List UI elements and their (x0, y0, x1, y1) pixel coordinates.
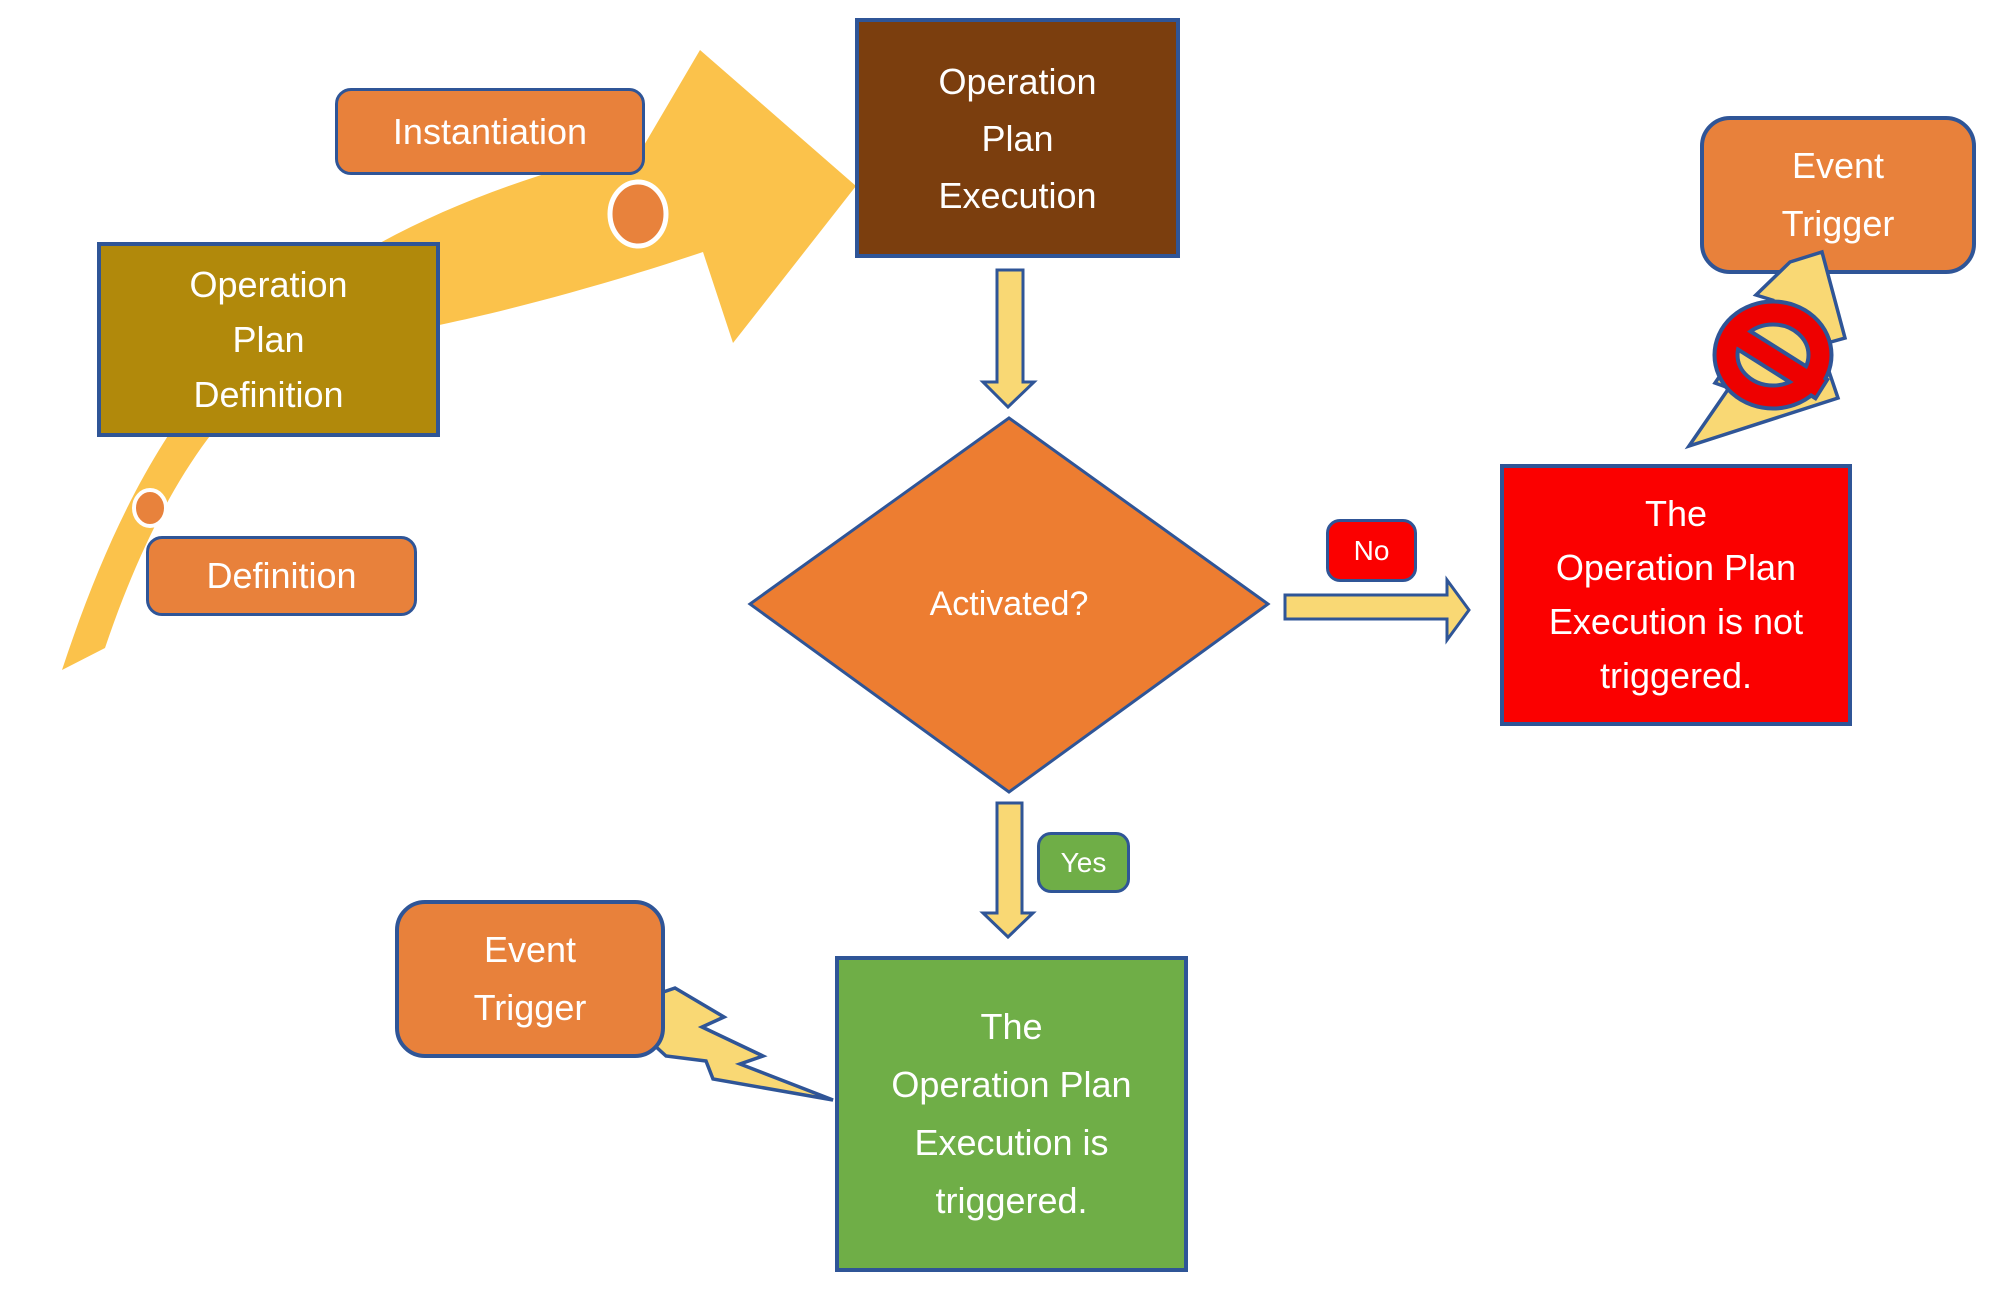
prohibition-icon (1712, 299, 1834, 411)
node-text-line: triggered. (1599, 655, 1753, 696)
decision-question: Activated? (929, 584, 1089, 623)
lightning-bolt-icon (638, 986, 834, 1102)
decision-diamond (747, 416, 1271, 794)
node-text-line: The (1644, 493, 1708, 534)
node-text-line: Event (483, 929, 577, 970)
arrow-execution-to-decision-icon (979, 268, 1038, 410)
label-event-trigger-bottom: Event Trigger (395, 900, 665, 1058)
node-text-line: Plan (232, 319, 305, 360)
branch-label-yes-text: Yes (1060, 846, 1107, 878)
node-execution-not-triggered: The Operation Plan Execution is not trig… (1500, 464, 1852, 726)
node-text-line: Definition (193, 374, 344, 415)
node-text-line: Execution (938, 174, 1097, 216)
prohibition-ring (1716, 303, 1830, 407)
node-text-line: Execution is not (1548, 601, 1804, 642)
branch-label-yes: Yes (1037, 832, 1130, 893)
node-text-line: Plan (981, 117, 1054, 159)
label-definition-text: Definition (206, 555, 357, 596)
branch-label-no-text: No (1353, 534, 1390, 566)
node-operation-plan-definition: Operation Plan Definition (97, 242, 440, 437)
node-text-line: Operation Plan (1555, 547, 1797, 588)
arrow-decision-to-triggered-icon (979, 801, 1037, 940)
swoosh-dot-small-icon (132, 488, 168, 528)
node-text-line: Event (1791, 145, 1885, 186)
label-instantiation-text: Instantiation (392, 110, 588, 152)
node-text-line: The (980, 1006, 1043, 1047)
label-event-trigger-top: Event Trigger (1700, 116, 1976, 274)
node-text-line: Operation (938, 60, 1097, 102)
node-text-line: triggered. (935, 1180, 1088, 1221)
label-instantiation: Instantiation (335, 88, 645, 175)
swoosh-dot-large-icon (607, 179, 669, 249)
node-operation-plan-execution: Operation Plan Execution (855, 18, 1180, 258)
decision-diamond-text: Activated? (759, 576, 1259, 632)
node-text-line: Trigger (473, 987, 587, 1028)
branch-label-no: No (1326, 519, 1417, 582)
node-text-line: Operation (189, 264, 348, 305)
node-text-line: Execution is (914, 1122, 1109, 1163)
node-text-line: Trigger (1781, 203, 1895, 244)
node-text-line: Operation Plan (891, 1064, 1132, 1105)
arrow-decision-to-not-triggered-icon (1283, 575, 1471, 645)
prohibition-slash (1721, 321, 1825, 396)
label-definition: Definition (146, 536, 417, 616)
node-execution-triggered: The Operation Plan Execution is triggere… (835, 956, 1188, 1272)
